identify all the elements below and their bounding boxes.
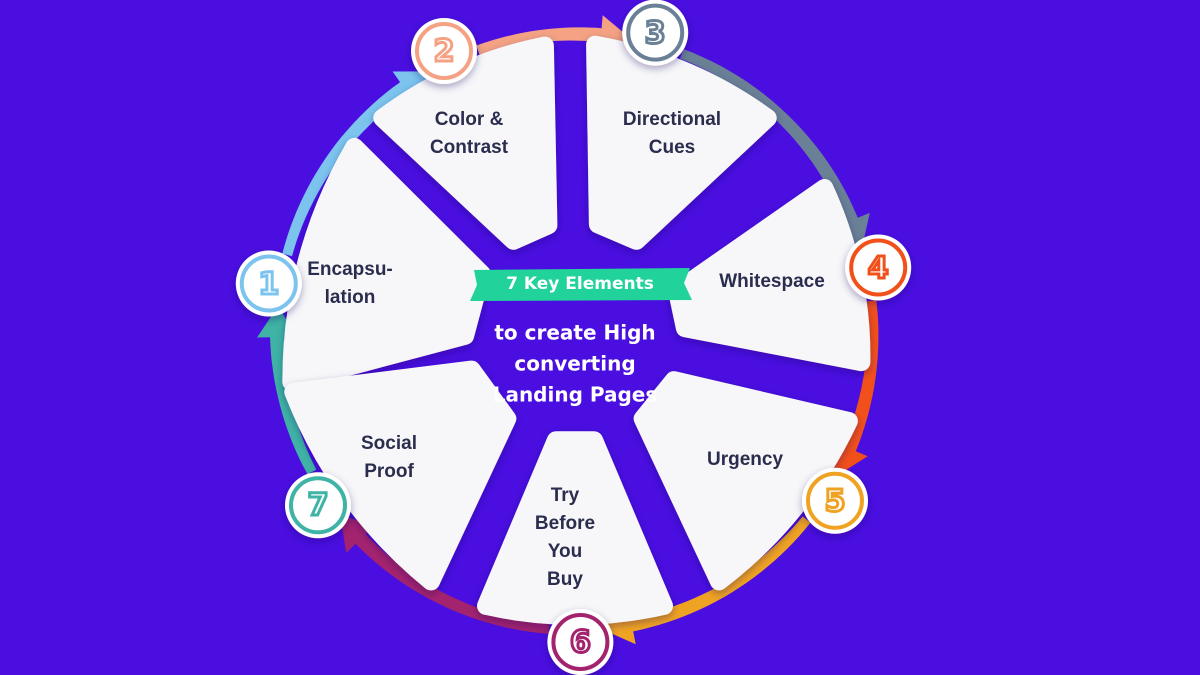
- badge-number-7: 7: [306, 488, 330, 524]
- badge-circle-3: [622, 0, 689, 66]
- badge-circle-6: [547, 609, 614, 675]
- element-label-3: Directional Cues: [622, 109, 722, 158]
- element-label-4: Whitespace: [719, 271, 825, 292]
- element-card-5: [633, 371, 858, 591]
- element-label-1: Encapsu- lation: [307, 259, 393, 308]
- badge-ring-7: [289, 476, 347, 535]
- element-card-1: [282, 137, 491, 391]
- title-tag-background: [470, 268, 692, 301]
- badge-circle-2: [411, 18, 477, 84]
- badge-circle-1: [235, 250, 302, 317]
- badge-number-2: 2: [432, 34, 456, 69]
- badge-circle-5: [802, 467, 868, 534]
- badge-number-1: 1: [257, 266, 281, 302]
- element-label-2: Color & Contrast: [429, 109, 509, 158]
- subtitle: to create High converting Landing Pages: [492, 320, 658, 407]
- element-card-3: [586, 35, 777, 250]
- badge-ring-1: [239, 254, 298, 313]
- badge-ring-2: [415, 22, 473, 80]
- title-tag-shape: [470, 268, 692, 301]
- title-tag: 7 Key Elements: [506, 274, 654, 294]
- badge-ring-4: [849, 238, 908, 297]
- badge-ring-3: [626, 3, 685, 62]
- badge-number-4: 4: [866, 250, 890, 286]
- badge-number-6: 6: [568, 625, 592, 660]
- badge-ring-6: [551, 613, 610, 671]
- cycle-arrow-3: [680, 49, 870, 250]
- cycle-arrow-5: [601, 516, 811, 645]
- element-label-7: Social Proof: [361, 433, 417, 482]
- badge-circle-7: [285, 472, 351, 539]
- number-badges: [235, 0, 912, 675]
- badge-number-3: 3: [643, 15, 667, 51]
- badge-number-5: 5: [823, 483, 847, 519]
- badge-circle-4: [845, 234, 912, 301]
- element-label-6: Try Before You Buy: [534, 485, 596, 590]
- element-label-5: Urgency: [706, 449, 784, 470]
- badge-ring-5: [806, 471, 864, 530]
